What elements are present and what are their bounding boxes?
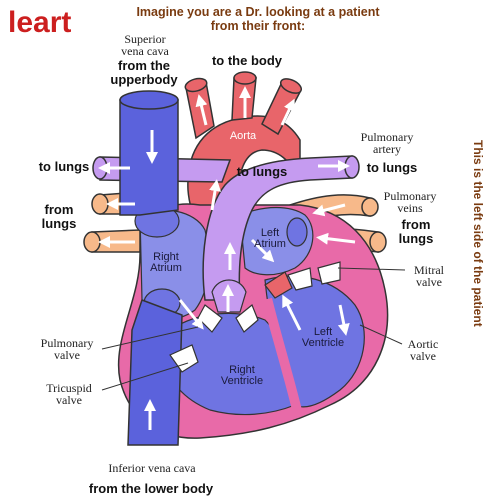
inferior-vena-cava-label: Inferior vena cava (86, 462, 218, 474)
to-lungs-left-label: to lungs (32, 160, 96, 174)
instruction-line-1: Imagine you are a Dr. looking at a patie… (126, 6, 390, 19)
to-lungs-center-label: to lungs (230, 165, 294, 179)
superior-vena-cava (120, 91, 178, 215)
to-lungs-right-label: to lungs (360, 161, 424, 175)
title-fragment: leart (8, 6, 71, 40)
side-note: This is the left side of the patient (472, 140, 484, 327)
aorta-label: Aorta (223, 131, 263, 142)
septum-label: Septum (318, 416, 368, 427)
from-lower-body-label: from the lower body (76, 482, 226, 496)
to-the-body-label: to the body (205, 54, 289, 68)
inferior-vena-cava (128, 300, 182, 445)
